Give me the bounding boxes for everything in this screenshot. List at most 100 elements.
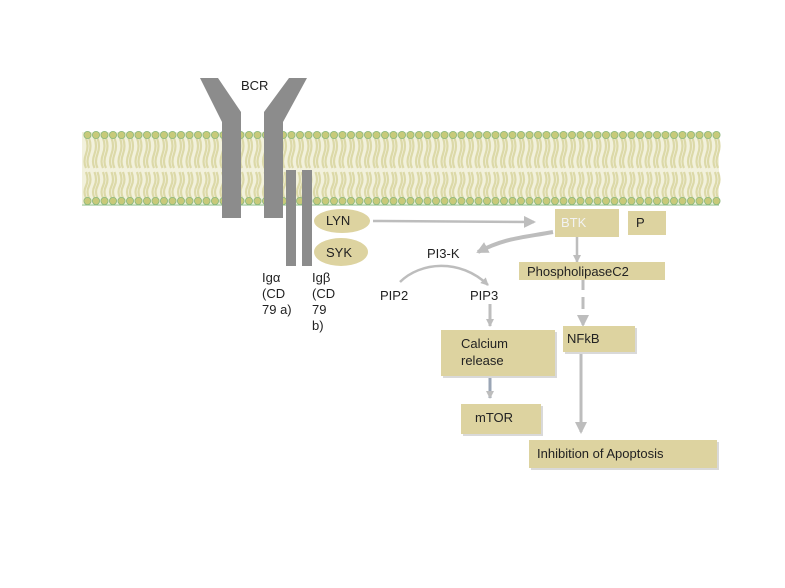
lipid-head [372, 130, 381, 139]
ig-beta-line1: Igβ [312, 270, 331, 285]
lipid-tail [457, 171, 463, 199]
lipid-tail [210, 137, 217, 169]
lipid-tail [630, 137, 636, 169]
lipid-head [168, 130, 177, 139]
lipid-tail [567, 137, 574, 169]
lipid-tail [587, 137, 594, 169]
ig-beta-line2: (CD [312, 286, 336, 301]
lipid-tail [171, 137, 177, 169]
lipid-head [465, 130, 474, 139]
bcr-right-arm [264, 78, 307, 218]
lipid-tail [281, 137, 288, 169]
lipid-head [448, 130, 457, 139]
lipid-tail [434, 137, 441, 169]
lipid-head [244, 130, 253, 139]
lipid-tail [409, 137, 415, 169]
lipid-tail [550, 137, 557, 169]
lipid-tail [638, 137, 645, 169]
lipid-tail [295, 137, 302, 169]
lipid-tail [630, 171, 636, 199]
phospholipase-c2-box: PhospholipaseC2 [519, 262, 665, 280]
lipid-tail [621, 137, 628, 169]
ig-alpha-line2: (CD [262, 286, 286, 301]
lipid-tail [448, 171, 455, 199]
lipid-tail [392, 171, 398, 199]
lipid-head [593, 130, 602, 139]
ig-alpha-label: Igα (CD 79 a) [262, 270, 292, 318]
lipid-tail [409, 171, 415, 199]
lipid-tail [321, 171, 327, 199]
lipid-tail [397, 137, 404, 169]
lipid-tail [159, 137, 166, 169]
lipid-tail [321, 137, 327, 169]
lipid-tail [610, 137, 616, 169]
pip2-label: PIP2 [380, 288, 409, 303]
lipid-tail [111, 171, 118, 199]
lipid-tail [465, 171, 472, 199]
lipid-head [397, 130, 406, 139]
lipid-tail [168, 171, 174, 199]
lipid-tail [426, 137, 432, 169]
lipid-tail [202, 171, 208, 199]
lipid-tail [346, 171, 353, 199]
lipid-tail [686, 171, 693, 199]
lipid-head [109, 130, 118, 139]
lipid-head [602, 130, 611, 139]
lipid-tail [244, 137, 251, 169]
lipid-tail [525, 137, 531, 169]
lipid-tail [528, 137, 534, 169]
lipid-head [159, 130, 168, 139]
ig-alpha-line1: Igα [262, 270, 281, 285]
lipid-tail [120, 137, 126, 169]
lipid-head [627, 130, 636, 139]
lipid-tail [460, 171, 466, 199]
ig-beta-line3: 79 [312, 302, 327, 317]
lipid-tail [474, 137, 480, 169]
lipid-tail [465, 137, 472, 169]
lipid-tail [528, 171, 534, 199]
lipid-tail [712, 137, 718, 169]
lipid-tail [584, 171, 591, 199]
lipid-tail [176, 171, 183, 199]
lipid-tail [159, 171, 166, 199]
lipid-head [704, 130, 713, 139]
lipid-tail [83, 171, 89, 199]
bcr-label: BCR [241, 78, 269, 93]
calcium-line1: Calcium [461, 336, 508, 351]
lipid-tail [519, 137, 526, 169]
lipid-tail [545, 171, 551, 199]
lipid-tail [406, 137, 412, 169]
lipid-tail [638, 171, 645, 199]
ig-beta-chain [302, 170, 312, 266]
lipid-tail [647, 137, 653, 169]
lipid-tail [689, 171, 696, 199]
lipid-head [83, 130, 92, 139]
lipid-tail [644, 137, 650, 169]
lipid-tail [567, 171, 574, 199]
lipid-head [619, 130, 628, 139]
lipid-tail [669, 171, 676, 199]
lipid-tail [570, 137, 577, 169]
lipid-tail [363, 171, 370, 199]
lipid-tail [196, 137, 203, 169]
lipid-head [661, 130, 670, 139]
lipid-tail [661, 137, 667, 169]
lipid-tail [485, 137, 492, 169]
ig-alpha-line3: 79 a) [262, 302, 292, 317]
lipid-tail [290, 137, 296, 169]
lipid-tail [451, 137, 458, 169]
lipid-tail [550, 171, 557, 199]
lipid-tail [502, 171, 509, 199]
arrow-pip2-to-pip3 [399, 264, 489, 286]
lipid-head [151, 130, 160, 139]
lipid-head [363, 130, 372, 139]
lipid-head [568, 130, 577, 139]
lipid-tail [417, 137, 424, 169]
lipid-head [585, 130, 594, 139]
lipid-head [636, 130, 645, 139]
lipid-tail [686, 137, 693, 169]
lipid-tail [618, 137, 625, 169]
lipid-tail [579, 137, 585, 169]
lipid-head [491, 130, 500, 139]
lipid-tail [559, 171, 565, 199]
